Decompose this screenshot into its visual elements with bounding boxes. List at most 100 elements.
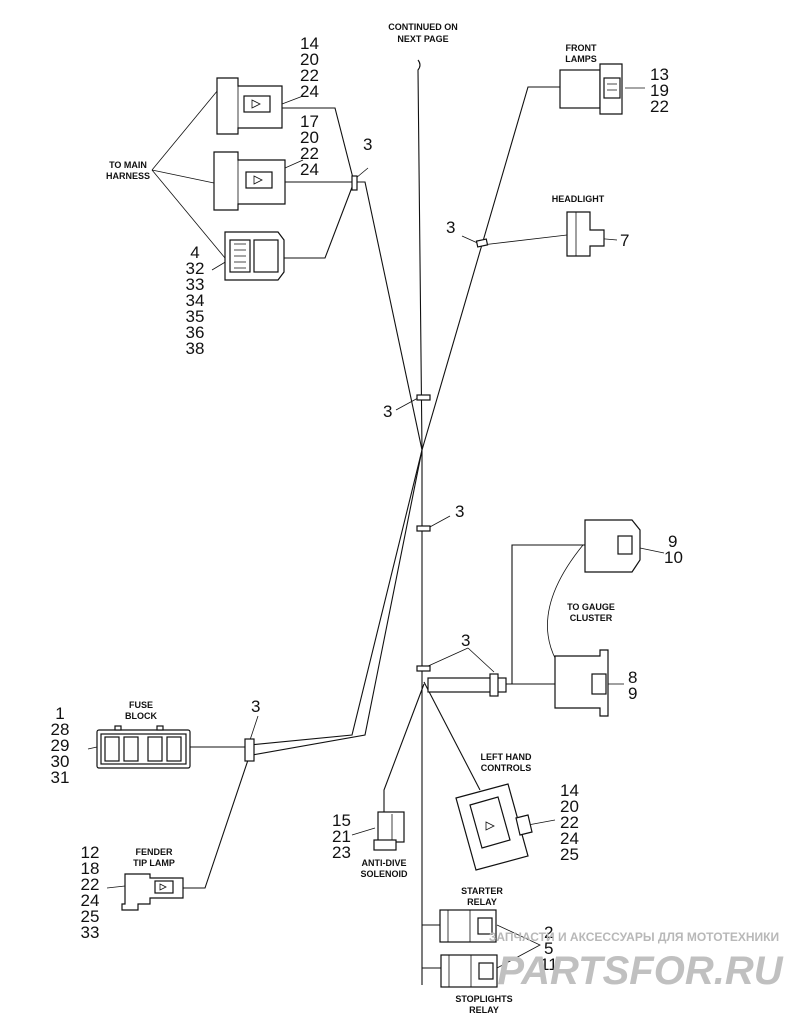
tie-strap — [416, 665, 431, 672]
callout-number: 24 — [81, 891, 100, 910]
watermark-logo: PARTSFOR.RU — [497, 949, 783, 993]
tie-strap — [351, 175, 358, 191]
callout-number: 4 — [190, 243, 199, 262]
callout-number: 3 — [455, 502, 464, 521]
callout-number: 3 — [446, 218, 455, 237]
left-hand-controls-connector — [455, 783, 533, 871]
anti-dive-line2: SOLENOID — [360, 869, 408, 879]
stoplights-relay-line1: STOPLIGHTS — [455, 994, 512, 1004]
tie-strap — [427, 677, 507, 693]
to-gauge-cluster-line1: TO GAUGE — [567, 602, 615, 612]
callouts-tie-strap: 3 3 3 3 3 3 — [251, 135, 470, 716]
callout-number: 15 — [332, 811, 351, 830]
front-lamps-line2: LAMPS — [565, 54, 597, 64]
callout-number: 38 — [186, 339, 205, 358]
front-lamps-connector — [559, 63, 623, 115]
callouts-front-lamps: 13 19 22 — [650, 65, 669, 116]
continued-label-line1: CONTINUED ON — [388, 22, 458, 32]
to-main-harness-line1: TO MAIN — [109, 160, 147, 170]
callout-number: 20 — [300, 50, 319, 69]
callout-number: 35 — [186, 307, 205, 326]
callout-number: 9 — [668, 532, 677, 551]
callout-number: 11 — [540, 955, 558, 974]
front-lamps-line1: FRONT — [566, 43, 597, 53]
stoplights-relay — [440, 954, 498, 988]
callout-number: 24 — [560, 829, 579, 848]
anti-dive-line1: ANTI-DIVE — [362, 858, 407, 868]
callout-number: 22 — [560, 813, 579, 832]
callout-number: 20 — [300, 128, 319, 147]
callouts-fender-tip-lamp: 12 18 22 24 25 33 — [81, 843, 100, 942]
callout-number: 20 — [560, 797, 579, 816]
callout-number: 3 — [383, 402, 392, 421]
callout-number: 32 — [186, 259, 205, 278]
main-harness-connector-3 — [224, 231, 285, 281]
callout-number: 28 — [51, 720, 70, 739]
callouts-left-hand-controls: 14 20 22 24 25 — [560, 781, 579, 864]
main-harness-connector-1 — [216, 77, 283, 135]
stoplights-relay-line2: RELAY — [469, 1005, 499, 1015]
starter-relay-line1: STARTER — [461, 886, 503, 896]
callout-number: 9 — [628, 684, 637, 703]
starter-relay-line2: RELAY — [467, 897, 497, 907]
continued-label-line2: NEXT PAGE — [397, 34, 448, 44]
callout-number: 13 — [650, 65, 669, 84]
callout-number: 3 — [363, 135, 372, 154]
headlight-connector — [566, 211, 605, 257]
callout-number: 2 — [544, 923, 553, 942]
tie-strap — [416, 394, 431, 401]
callouts-main-connector-3: 4 32 33 34 35 36 38 — [186, 243, 205, 358]
callout-number: 25 — [560, 845, 579, 864]
tie-strap — [244, 738, 255, 762]
tie-straps — [244, 175, 507, 762]
callout-number: 14 — [560, 781, 579, 800]
callout-number: 33 — [81, 923, 100, 942]
gauge-cluster-upper-connector — [584, 519, 641, 573]
tie-strap — [475, 238, 489, 248]
callout-number: 12 — [81, 843, 100, 862]
tie-strap — [489, 673, 499, 697]
callouts-main-connector-1: 14 20 22 24 — [300, 34, 319, 101]
callout-number: 22 — [300, 144, 319, 163]
fender-tip-lamp-connector — [121, 873, 184, 911]
callout-number: 33 — [186, 275, 205, 294]
callout-number: 22 — [650, 97, 669, 116]
callout-number: 25 — [81, 907, 100, 926]
callout-number: 10 — [664, 548, 683, 567]
callouts-fuse-block: 1 28 29 30 31 — [51, 704, 70, 787]
callout-number: 17 — [300, 112, 319, 131]
callouts-gauge-lower: 8 9 — [628, 668, 637, 703]
fuse-block-line1: FUSE — [129, 700, 153, 710]
watermark-text: ЗАПЧАСТИ И АКСЕССУАРЫ ДЛЯ МОТОТЕХНИКИ — [489, 930, 779, 944]
callout-number: 3 — [251, 697, 260, 716]
callout-number: 36 — [186, 323, 205, 342]
callout-number: 34 — [186, 291, 205, 310]
fuse-block — [96, 725, 191, 769]
callout-number: 3 — [461, 631, 470, 650]
callouts-gauge-upper: 9 10 — [664, 532, 683, 567]
callout-number: 1 — [55, 704, 64, 723]
fender-tip-lamp-line2: TIP LAMP — [133, 858, 175, 868]
callouts-main-connector-2: 17 20 22 24 — [300, 112, 319, 179]
callout-number: 22 — [81, 875, 100, 894]
anti-dive-solenoid — [373, 811, 405, 851]
callouts-relays: 2 5 11 — [540, 923, 558, 974]
callout-number: 24 — [300, 82, 319, 101]
tie-strap — [416, 525, 431, 532]
headlight-label: HEADLIGHT — [552, 194, 605, 204]
callout-number: 31 — [51, 768, 70, 787]
callout-number: 19 — [650, 81, 669, 100]
fuse-block-line2: BLOCK — [125, 711, 157, 721]
fender-tip-lamp-line1: FENDER — [135, 847, 173, 857]
callouts-anti-dive: 15 21 23 — [332, 811, 351, 862]
left-hand-controls-line1: LEFT HAND — [481, 752, 532, 762]
callout-number: 24 — [300, 160, 319, 179]
gauge-cluster-lower-connector — [554, 649, 609, 717]
left-hand-controls-line2: CONTROLS — [481, 763, 532, 773]
callout-number: 21 — [332, 827, 351, 846]
callout-number: 18 — [81, 859, 100, 878]
to-gauge-cluster-line2: CLUSTER — [570, 613, 613, 623]
callout-number: 14 — [300, 34, 319, 53]
callout-headlight: 7 — [620, 231, 629, 250]
